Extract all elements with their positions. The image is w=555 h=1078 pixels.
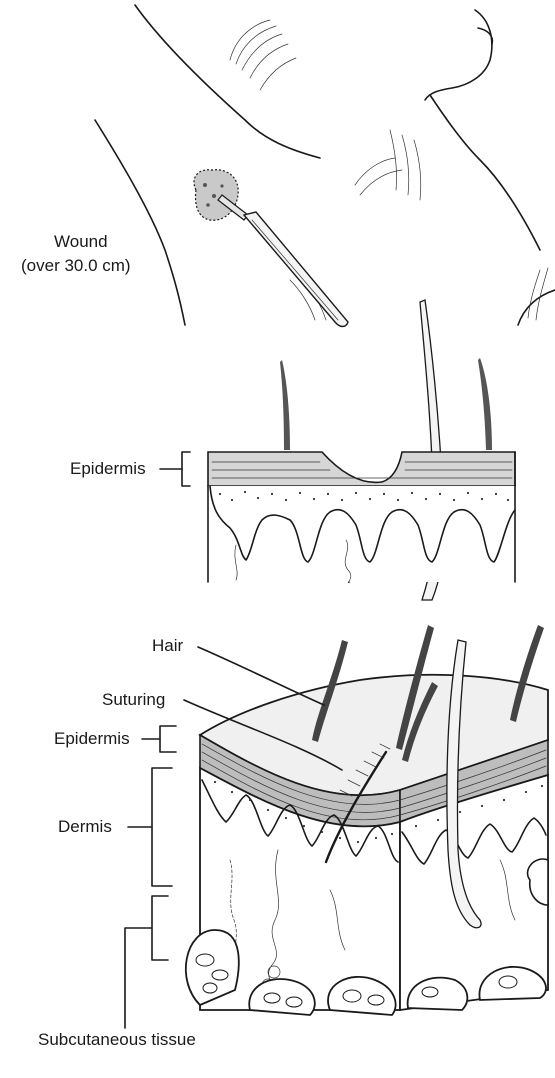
epidermis-label-3d: Epidermis (54, 729, 130, 749)
shading-hatch (206, 20, 548, 320)
wound-label-line2: (over 30.0 cm) (21, 256, 131, 276)
epidermis-band (208, 452, 515, 486)
subcutaneous-tissue-label: Subcutaneous tissue (38, 1030, 196, 1050)
wound-patch (194, 170, 238, 220)
wound-label-line1: Wound (54, 232, 108, 252)
arm-outline (135, 5, 320, 158)
hair-right (478, 358, 492, 450)
torso-outline (95, 120, 185, 325)
dermis-bracket (152, 768, 172, 886)
epidermis-label-cross-section: Epidermis (70, 459, 146, 479)
shoulder-right (518, 290, 555, 325)
panel-3d-skin-block (125, 625, 548, 1028)
panel-cross-section (160, 300, 515, 600)
subcutaneous-leader (125, 928, 152, 1028)
subcutaneous-bracket (152, 896, 168, 960)
neck-outline (430, 95, 540, 250)
panel-body-wound (95, 5, 555, 327)
suturing-label: Suturing (102, 690, 165, 710)
hair-left (280, 360, 290, 450)
dermis-label: Dermis (58, 817, 112, 837)
epidermis-bracket-2 (182, 452, 190, 486)
hair-leader (198, 647, 324, 705)
hair-label: Hair (152, 636, 183, 656)
scalpel (218, 195, 348, 327)
chin-outline (425, 10, 492, 100)
epidermis-bracket-3 (160, 726, 176, 752)
